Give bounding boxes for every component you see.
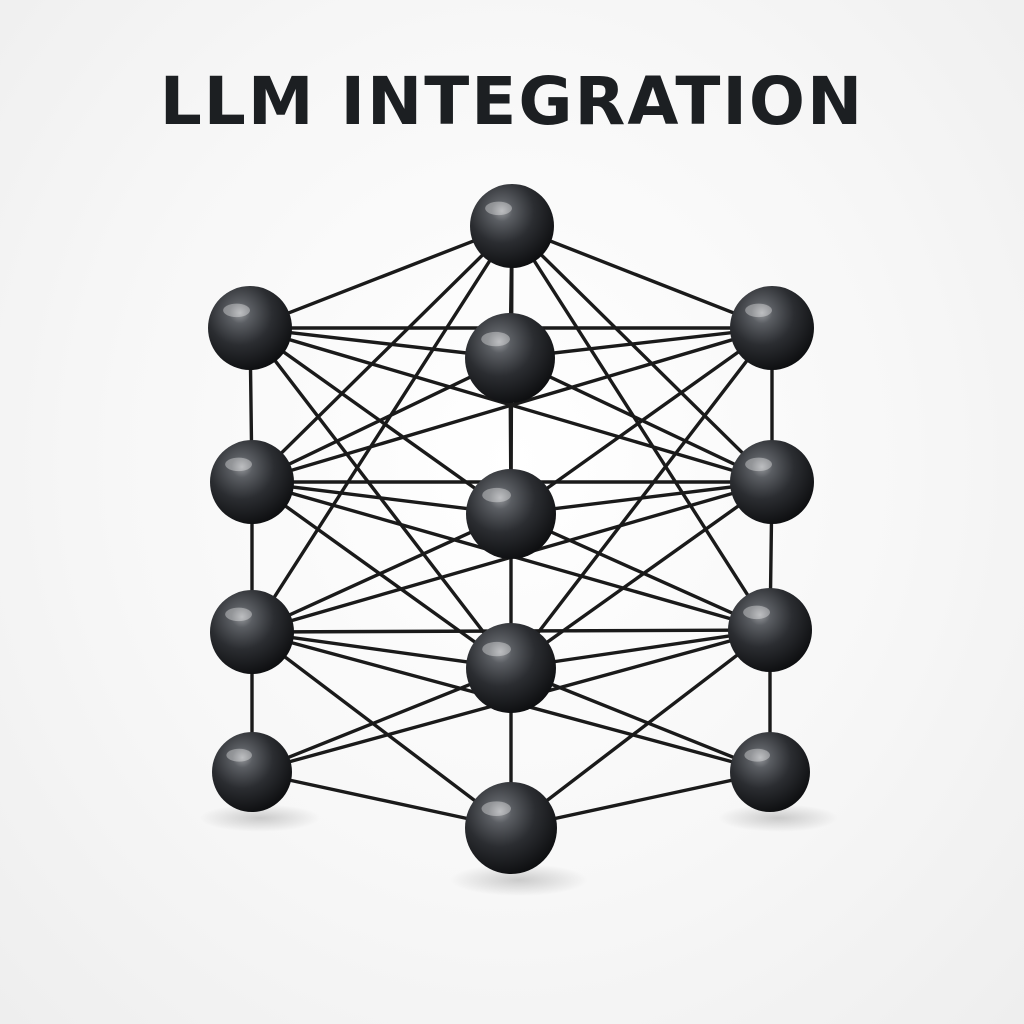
sphere-highlight <box>481 331 510 347</box>
sphere-node-r1 <box>730 440 814 524</box>
edge-wire <box>509 512 772 632</box>
sphere-highlight <box>225 457 252 472</box>
edge-wire <box>250 630 513 830</box>
edge-wire <box>250 512 513 634</box>
edge-wire <box>508 356 774 484</box>
sphere-node-l2 <box>210 590 294 674</box>
sphere-node-r2 <box>728 588 812 672</box>
sphere-shadow <box>450 863 588 897</box>
edge-wire <box>250 666 513 774</box>
sphere-highlight <box>482 641 511 657</box>
edge-wire <box>510 224 772 632</box>
edge-wire <box>250 224 514 484</box>
sphere-node-l3 <box>212 732 292 812</box>
sphere-node-c3 <box>465 782 557 874</box>
edge-wire <box>509 628 772 830</box>
ground-shadow-group <box>200 804 838 897</box>
sphere-node-top <box>470 184 554 268</box>
sphere-shadow <box>200 804 320 832</box>
sphere-node-r3 <box>730 732 810 812</box>
sphere-node-l1 <box>210 440 294 524</box>
sphere-highlight <box>223 303 250 318</box>
edge-wire <box>509 666 772 774</box>
node-group <box>208 184 814 874</box>
edge-wire <box>250 326 774 484</box>
sphere-node-c0 <box>465 313 555 403</box>
edge-wire <box>250 480 513 670</box>
sphere-highlight <box>482 487 511 503</box>
edge-wire <box>250 356 512 484</box>
edge-wire <box>510 224 774 330</box>
sphere-node-c2 <box>466 623 556 713</box>
sphere-highlight <box>745 303 772 318</box>
sphere-highlight <box>225 607 252 622</box>
sphere-highlight <box>485 201 512 216</box>
edge-wire <box>509 326 774 670</box>
edge-wire <box>510 224 774 484</box>
edge-wire <box>248 224 514 330</box>
sphere-highlight <box>744 748 770 762</box>
edge-wire <box>509 480 774 670</box>
sphere-highlight <box>743 605 770 620</box>
sphere-node-l0 <box>208 286 292 370</box>
sphere-highlight <box>481 801 511 817</box>
sphere-node-c1 <box>466 469 556 559</box>
edge-wire <box>250 224 514 634</box>
sphere-shadow <box>718 804 838 832</box>
sphere-highlight <box>226 748 252 762</box>
edge-wire <box>248 326 513 670</box>
sphere-highlight <box>745 457 772 472</box>
page-title: LLM INTEGRATION <box>159 63 865 140</box>
sphere-node-r0 <box>730 286 814 370</box>
